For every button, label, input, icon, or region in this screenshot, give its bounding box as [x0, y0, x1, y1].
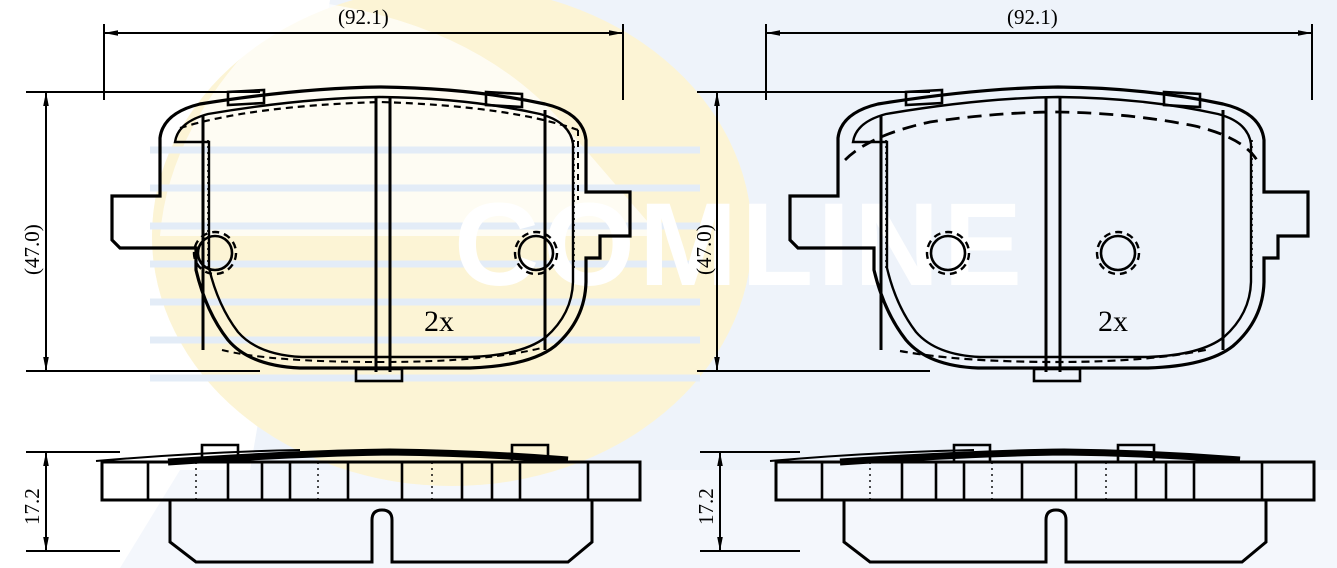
comline-watermark: COMLINE — [120, 0, 1337, 568]
left-pad-hole-2-dashed — [513, 230, 559, 276]
left-pad-top-clips — [226, 88, 524, 109]
right-pad-backing-outline — [788, 85, 1310, 370]
right-pad-top-clip-2 — [1162, 90, 1202, 109]
dimension-lines-group — [26, 24, 1314, 553]
left-pad-hole-2 — [517, 234, 555, 272]
right-side-clip-2 — [1116, 443, 1156, 462]
watermark-stripes — [150, 146, 700, 382]
left-width-dimension-label: (92.1) — [338, 5, 389, 29]
left-pad-top-clip-1 — [226, 88, 266, 107]
right-pad-bottom-dashed — [899, 347, 1211, 364]
left-pad-hole-1-dashed — [192, 230, 238, 276]
left-side-segment-dividers — [146, 462, 590, 500]
left-pad-friction-outline — [173, 95, 575, 359]
right-pad-hole-1-dashed — [925, 230, 971, 276]
right-pad-top-clips — [904, 88, 1202, 109]
right-pad-holes — [925, 230, 1141, 276]
left-side-top-thin — [95, 449, 301, 462]
right-side-segment-dotted — [869, 462, 1107, 500]
watermark-swoosh — [160, 0, 660, 236]
left-pad-top-clip-2 — [484, 90, 524, 109]
left-pad-bottom-dashed — [221, 346, 546, 364]
left-thickness-dimension-label: 17.2 — [20, 488, 44, 525]
left-side-clip-2 — [510, 443, 550, 462]
right-quantity-label: 2x — [1098, 305, 1128, 338]
left-pad-hole-1 — [196, 234, 234, 272]
left-pad-side-view — [95, 443, 642, 564]
right-width-dimension-label: (92.1) — [1007, 5, 1058, 29]
left-pad-front-view — [110, 85, 632, 383]
left-pad-holes — [192, 230, 559, 276]
right-thickness-dimension-label: 17.2 — [694, 488, 718, 525]
left-side-backing-profile — [168, 498, 594, 564]
right-side-top-edge — [839, 448, 1241, 466]
left-pad-bottom-clip — [354, 367, 404, 383]
right-side-clip-1 — [952, 443, 992, 462]
right-side-backing-profile — [842, 498, 1268, 564]
right-side-top-thin — [769, 449, 975, 462]
right-pad-front-view — [788, 85, 1310, 383]
right-pad-friction-outline — [851, 95, 1253, 359]
left-side-clip-1 — [200, 443, 240, 462]
watermark-brand-text: COMLINE — [454, 179, 1026, 311]
right-pad-hole-2-dashed — [1095, 230, 1141, 276]
right-pad-bottom-clip — [1032, 367, 1082, 383]
right-side-segment-dividers — [820, 462, 1264, 500]
right-pad-side-view — [769, 443, 1316, 564]
watermark-band-lower — [120, 470, 1337, 568]
right-pad-hole-1 — [929, 234, 967, 272]
right-pad-hole-2 — [1099, 234, 1137, 272]
left-pad-backing-outline — [110, 85, 632, 370]
right-height-dimension-label: (47.0) — [692, 224, 716, 275]
left-pad-chamfer-dashed — [179, 100, 579, 132]
left-side-segment-dotted — [195, 462, 433, 500]
left-quantity-label: 2x — [424, 305, 454, 338]
left-height-dimension-label: (47.0) — [20, 224, 44, 275]
right-pad-wear-dashed-arc — [844, 110, 1260, 163]
right-pad-top-clip-1 — [904, 88, 944, 107]
